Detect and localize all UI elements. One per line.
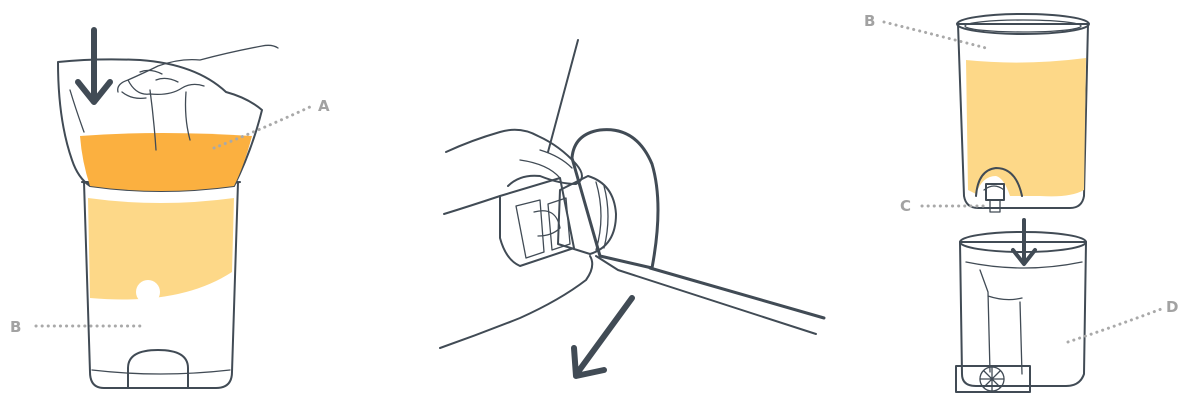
base-shelf — [650, 268, 824, 318]
pour-down-arrow-icon — [78, 30, 110, 102]
label-b: B — [10, 318, 21, 336]
filter-bag-wrinkle — [70, 90, 84, 132]
filter-bag-wrinkle — [186, 92, 191, 140]
spigot-wheel-spokes — [980, 367, 1004, 391]
valve-detail — [534, 211, 560, 236]
hand-lower — [440, 256, 592, 348]
lower-container-hole — [136, 280, 160, 304]
label-b-leader — [884, 22, 986, 48]
panel-left-pouring-bag: A B — [10, 30, 330, 388]
upper-container-liquid — [966, 58, 1086, 196]
lower-container-arch — [128, 350, 188, 388]
valve-body — [500, 178, 574, 266]
filter-bag-liquid — [80, 133, 252, 191]
upper-container-rim-inner — [965, 20, 1081, 32]
label-d-leader — [1068, 308, 1164, 342]
label-a: A — [318, 97, 330, 115]
valve-slot — [516, 198, 570, 258]
lower-container-base-line — [92, 370, 230, 374]
valve-cap-ring — [596, 182, 608, 250]
label-b: B — [864, 12, 875, 30]
panel-right-dispensing: B C D — [864, 12, 1178, 392]
lower-container-liquid — [88, 198, 234, 300]
label-d: D — [1166, 298, 1178, 316]
filter-dome — [572, 130, 658, 268]
hand-finger — [520, 150, 572, 178]
string-line — [548, 40, 578, 152]
lower-bin-window — [980, 270, 1022, 374]
panel-middle-removing-filter — [440, 40, 824, 376]
pull-down-left-arrow-icon — [574, 298, 632, 376]
base-shelf-edge — [596, 256, 816, 334]
label-c: C — [900, 197, 911, 215]
hand-icon — [444, 130, 582, 214]
